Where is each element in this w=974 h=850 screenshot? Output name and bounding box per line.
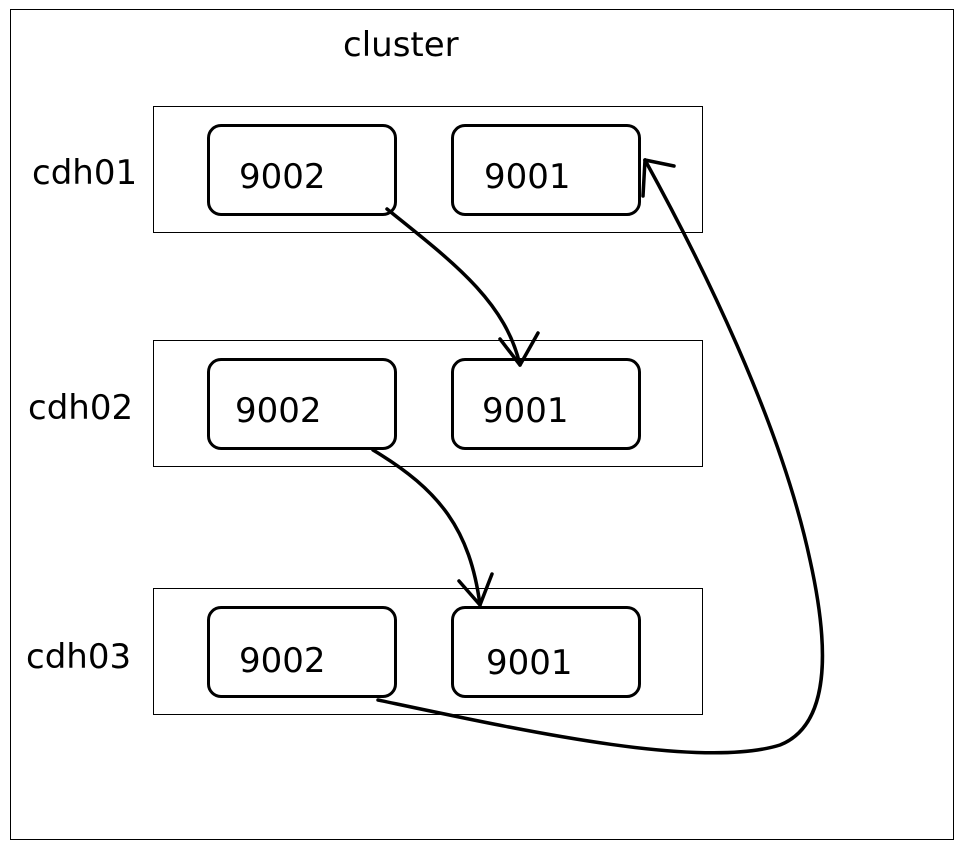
process-port-label: 9001: [484, 157, 571, 197]
process-cdh02-9001: 9001: [451, 358, 641, 450]
process-port-label: 9001: [486, 643, 573, 683]
process-cdh03-9001: 9001: [451, 606, 641, 698]
process-port-label: 9002: [239, 641, 326, 681]
process-cdh03-9002: 9002: [207, 606, 397, 698]
process-port-label: 9001: [482, 391, 569, 431]
host-label-cdh01: cdh01: [32, 153, 138, 193]
cluster-frame: [10, 9, 954, 840]
process-cdh01-9002: 9002: [207, 124, 397, 216]
diagram-title: cluster: [343, 25, 459, 65]
process-port-label: 9002: [239, 157, 326, 197]
process-port-label: 9002: [235, 391, 322, 431]
process-cdh01-9001: 9001: [451, 124, 641, 216]
host-label-cdh02: cdh02: [28, 388, 134, 428]
process-cdh02-9002: 9002: [207, 358, 397, 450]
host-label-cdh03: cdh03: [26, 637, 132, 677]
